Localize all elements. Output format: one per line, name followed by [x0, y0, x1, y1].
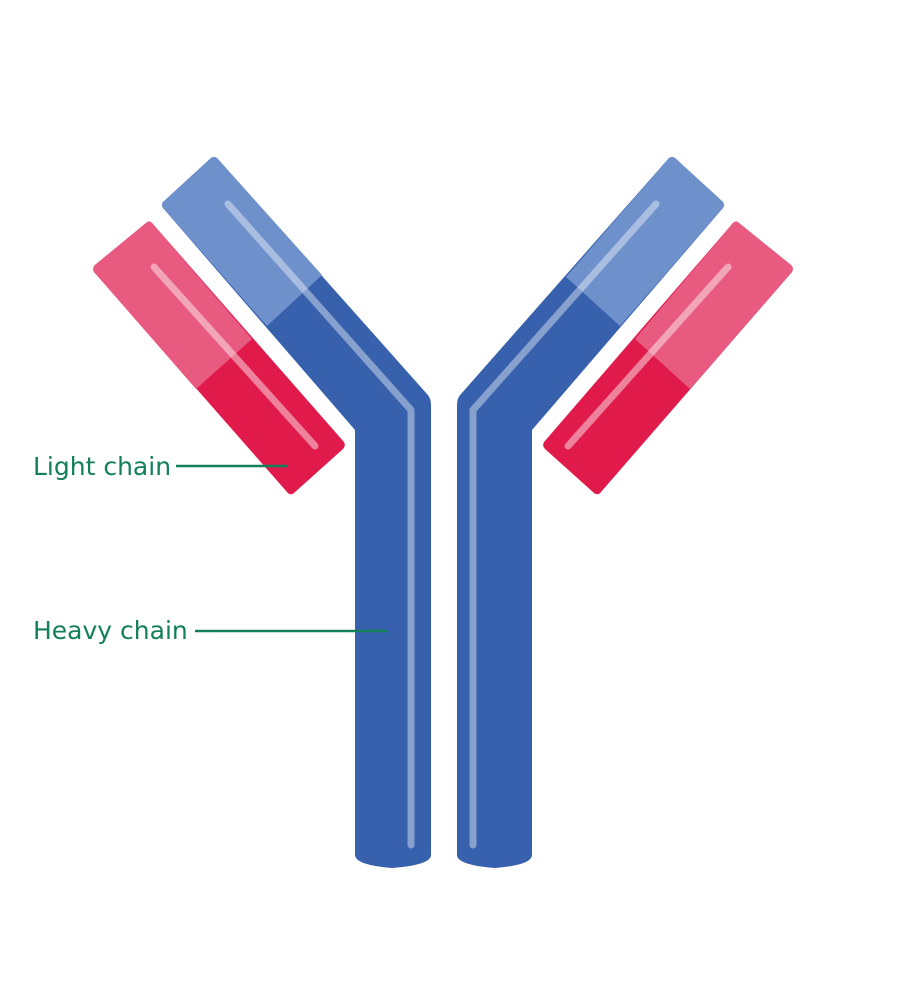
light-chain-left-variable-region	[93, 221, 252, 389]
heavy-chain-right-variable-region	[566, 157, 724, 326]
heavy-chain-left-shape	[162, 157, 431, 868]
heavy-chain-left-highlight	[224, 200, 415, 849]
light-chain-right	[543, 221, 793, 495]
light-chain-left-highlight	[150, 263, 319, 450]
heavy-chain-callout: Heavy chain	[33, 616, 388, 645]
light-chain-label: Light chain	[33, 452, 171, 481]
heavy-chain-left-variable-region	[162, 157, 322, 326]
heavy-chain-label: Heavy chain	[33, 616, 188, 645]
light-chain-left	[93, 221, 345, 495]
heavy-chain-right-highlight	[469, 200, 660, 849]
heavy-chain-right	[457, 157, 724, 868]
light-chain-callout: Light chain	[33, 452, 288, 481]
light-chain-right-variable-region	[635, 221, 793, 389]
light-chain-right-highlight	[564, 263, 732, 450]
heavy-chain-left	[162, 157, 431, 868]
heavy-chain-right-shape	[457, 157, 724, 868]
